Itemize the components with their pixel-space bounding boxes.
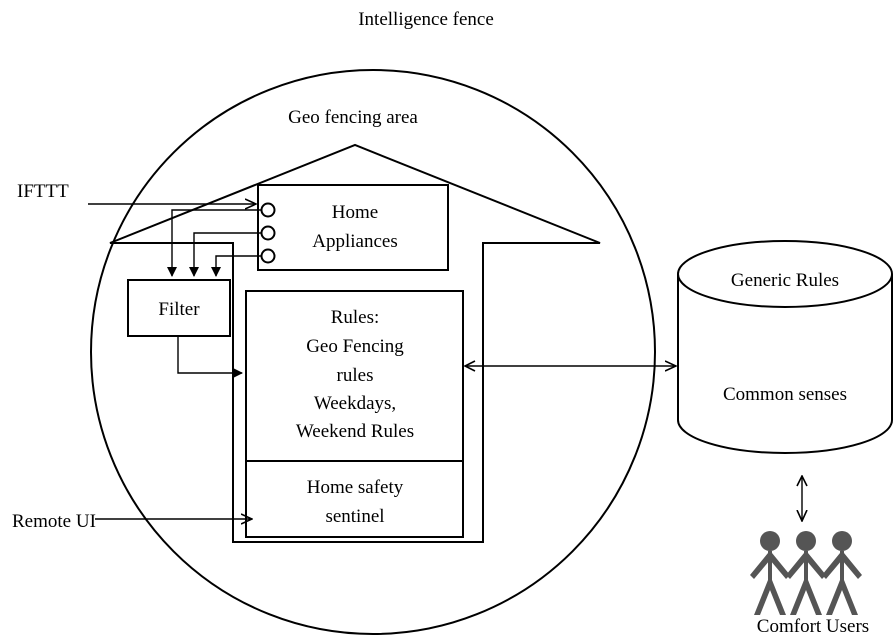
person-icon xyxy=(786,531,826,615)
comfort-users-label: Comfort Users xyxy=(757,616,869,637)
rules-box xyxy=(245,290,464,462)
rules-label-1: Rules: xyxy=(331,307,380,328)
person-icon xyxy=(750,531,790,615)
rules-label-2: Geo Fencing xyxy=(306,336,404,357)
person-icon xyxy=(822,531,862,615)
filter-to-rules xyxy=(177,336,243,378)
appliance-port-2 xyxy=(260,225,276,241)
port3-to-filter xyxy=(211,255,261,277)
rules-label-4: Weekdays, xyxy=(314,393,396,414)
filter-label: Filter xyxy=(158,299,200,320)
ifttt-label: IFTTT xyxy=(17,181,69,202)
geo-fencing-area-label: Geo fencing area xyxy=(288,107,418,128)
port2-to-filter xyxy=(189,232,261,277)
house-outline xyxy=(109,143,601,543)
intelligence-fence-circle xyxy=(90,69,656,635)
home-safety-label-2: sentinel xyxy=(325,506,384,527)
port1-to-filter xyxy=(167,209,261,277)
appliance-port-3 xyxy=(260,248,276,264)
rules-label-3: rules xyxy=(337,365,374,386)
knowledge-cylinder xyxy=(677,274,893,454)
home-appliances-label-2: Appliances xyxy=(312,231,397,252)
appliance-port-1 xyxy=(260,202,276,218)
intelligence-fence-label: Intelligence fence xyxy=(358,9,494,30)
cylinder-top xyxy=(677,240,893,308)
rules-label-5: Weekend Rules xyxy=(296,421,414,442)
home-appliances-label-1: Home xyxy=(332,202,378,223)
home-safety-label-1: Home safety xyxy=(307,477,404,498)
generic-rules-label: Generic Rules xyxy=(731,270,839,291)
common-senses-label: Common senses xyxy=(723,384,847,405)
home-safety-box xyxy=(245,460,464,538)
filter-box xyxy=(127,279,231,337)
home-appliances-box xyxy=(257,184,449,271)
remote-ui-label: Remote UI xyxy=(12,511,96,532)
